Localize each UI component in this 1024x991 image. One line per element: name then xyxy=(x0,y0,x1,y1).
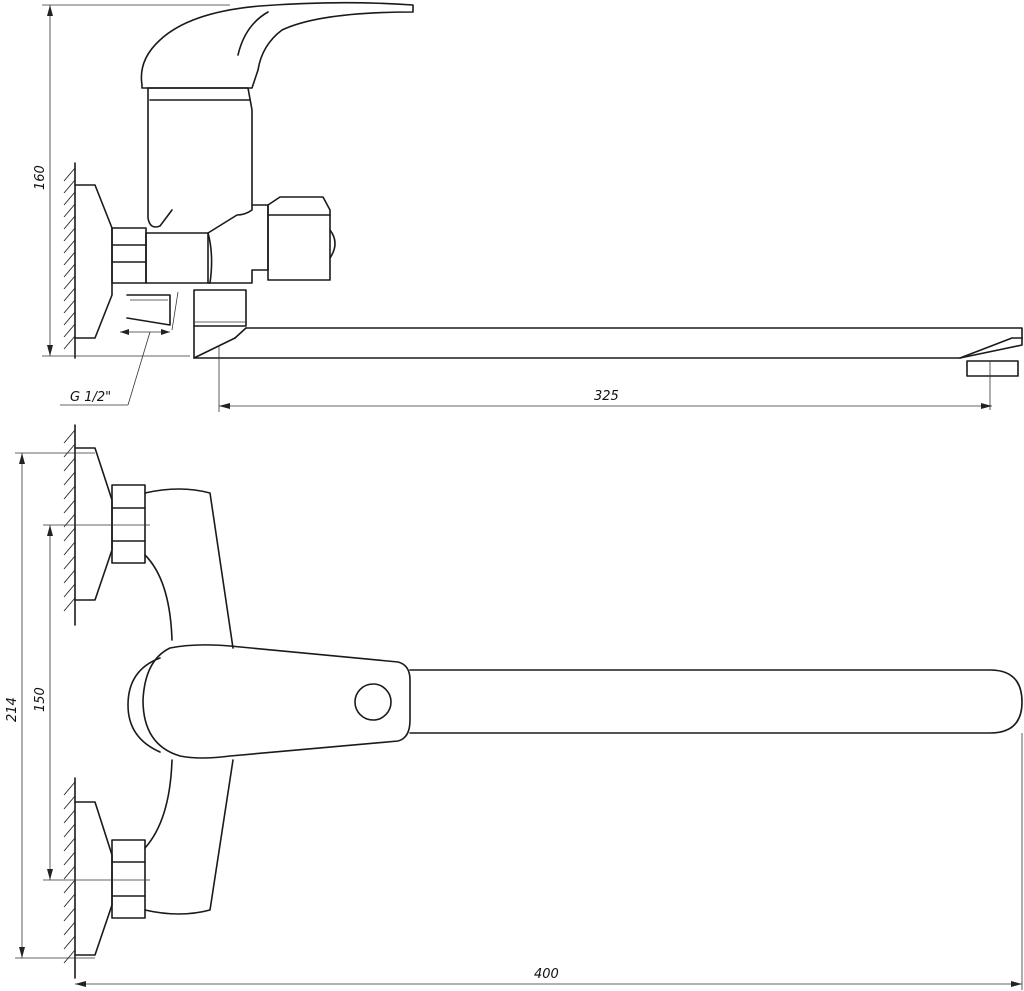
top-wall-hatching-upper xyxy=(63,429,76,612)
top-flange-upper xyxy=(74,447,113,601)
side-eccentric xyxy=(145,232,213,284)
side-connector xyxy=(126,294,171,326)
top-lever-handle xyxy=(142,644,411,759)
top-body-upper-arm xyxy=(144,488,234,649)
side-spout-tip xyxy=(959,337,1023,359)
dimension-center-distance: 150 xyxy=(33,524,150,881)
top-body-upper-inner xyxy=(144,554,173,641)
dimension-spout-reach-label: 325 xyxy=(594,389,619,404)
top-body-lower-arm xyxy=(144,759,234,915)
side-diverter-knob xyxy=(329,229,336,259)
side-spout xyxy=(193,325,1023,359)
side-wall-flange xyxy=(74,184,113,339)
top-flange-lower xyxy=(74,801,113,956)
top-wall-hatching-lower xyxy=(63,781,76,964)
side-hex-nut xyxy=(111,227,147,284)
dimension-total-length-label: 400 xyxy=(534,967,559,982)
dimension-height-side: 160 xyxy=(33,4,230,357)
side-lever-ridge xyxy=(237,11,269,56)
side-swivel-collar xyxy=(193,289,247,327)
dimension-center-distance-label: 150 xyxy=(33,687,48,712)
dimension-thread: G 1/2" xyxy=(60,329,170,406)
top-body-lower-inner xyxy=(144,759,173,849)
dimension-outer-width: 214 xyxy=(5,452,95,959)
dimension-spout-reach: 325 xyxy=(218,345,992,412)
dimension-total-length: 400 xyxy=(75,733,1023,990)
top-lever-hole xyxy=(354,683,392,721)
side-lever-handle xyxy=(140,1,414,89)
top-nut-lower xyxy=(111,839,146,919)
top-nut-upper xyxy=(111,484,146,564)
side-view: 160 G 1/2" 325 xyxy=(33,1,1023,412)
side-wall-hatching xyxy=(63,167,76,350)
top-spout xyxy=(409,669,1023,734)
top-view: 214 150 400 xyxy=(5,424,1023,990)
top-hub xyxy=(127,657,161,753)
side-aerator xyxy=(966,360,1019,377)
side-diverter-box xyxy=(267,196,331,281)
dimension-height-side-label: 160 xyxy=(33,165,48,190)
side-body-left xyxy=(147,87,173,228)
dimension-thread-label: G 1/2" xyxy=(70,390,111,405)
dimension-outer-width-label: 214 xyxy=(5,697,20,722)
side-body xyxy=(147,87,269,284)
